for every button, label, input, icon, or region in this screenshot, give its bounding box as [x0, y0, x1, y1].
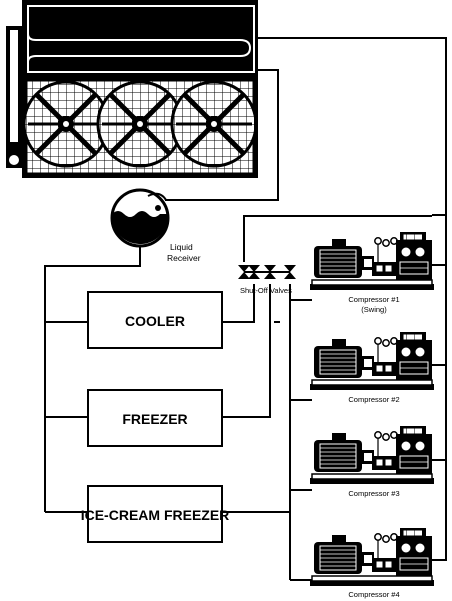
shutoff-valves — [238, 265, 296, 279]
compressor-1-label: Compressor #1 — [348, 295, 399, 304]
compressor-2-label: Compressor #2 — [348, 395, 399, 404]
condenser-fan-1 — [24, 82, 108, 166]
liquid-receiver-label-line2: Receiver — [167, 253, 201, 263]
freezer-box: FREEZER — [87, 389, 223, 447]
piping — [44, 37, 447, 581]
condenser-fan-2 — [98, 82, 182, 166]
compressor-4: Compressor #4 — [309, 527, 435, 599]
compressor-3: Compressor #3 — [309, 425, 435, 498]
condenser-fan-3 — [172, 82, 256, 166]
shutoff-valves-label: Shut-Off Valves — [240, 286, 292, 295]
freezer-label: FREEZER — [122, 411, 187, 427]
compressor-3-label: Compressor #3 — [348, 489, 399, 498]
cooler-box: COOLER — [87, 291, 223, 349]
condenser-inlet-pipe — [6, 26, 26, 168]
compressor-4-label: Compressor #4 — [348, 590, 399, 599]
liquid-receiver — [110, 188, 170, 248]
compressor-1-sublabel: (Swing) — [361, 305, 387, 314]
icecream-freezer-label: ICE-CREAM FREEZER — [81, 507, 230, 523]
compressor-2: Compressor #2 — [309, 331, 435, 404]
icecream-freezer-box: ICE-CREAM FREEZER — [81, 485, 230, 543]
cooler-label: COOLER — [125, 313, 185, 329]
liquid-receiver-label-line1: Liquid — [170, 242, 193, 252]
compressor-1: Compressor #1 (Swing) — [309, 231, 435, 314]
